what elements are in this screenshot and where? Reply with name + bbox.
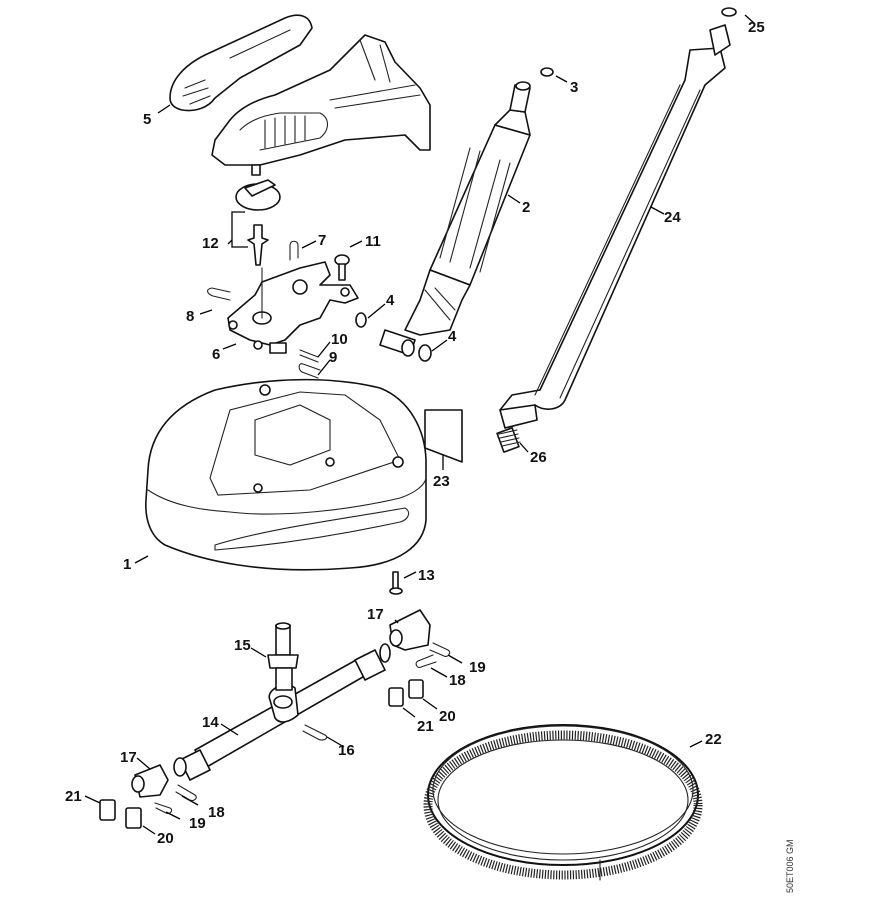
part-nozzle-21b — [388, 687, 404, 707]
part-o-ring-4b — [418, 344, 432, 362]
callout-26: 26 — [530, 449, 547, 466]
part-screw-11 — [334, 254, 350, 281]
callout-10: 10 — [331, 331, 348, 348]
part-label-23 — [424, 409, 463, 463]
callout-20b: 20 — [439, 708, 456, 725]
part-clip-7 — [289, 240, 299, 261]
reference-code: 50ET006 GM — [785, 839, 795, 893]
callout-9: 9 — [329, 349, 337, 366]
callout-5: 5 — [143, 111, 151, 128]
part-housing — [145, 378, 427, 571]
part-brush-ring — [423, 724, 703, 881]
callout-25: 25 — [748, 19, 765, 36]
part-spray-bar — [173, 643, 391, 781]
callout-23: 23 — [433, 473, 450, 490]
callout-12: 12 — [202, 235, 219, 252]
part-bracket — [227, 261, 359, 354]
part-elbow-17a — [131, 764, 169, 798]
callout-14: 14 — [202, 714, 219, 731]
part-spring-26 — [496, 427, 521, 453]
part-o-ring-4a — [355, 312, 367, 328]
callout-17b: 17 — [367, 606, 384, 623]
part-handle-tube — [379, 81, 531, 357]
callout-labels: 5 12 7 11 8 6 10 9 4 4 3 2 24 25 26 23 1… — [65, 19, 765, 847]
leader-lines — [84, 14, 756, 835]
part-swivel-15 — [267, 622, 299, 691]
callout-7: 7 — [318, 232, 326, 249]
part-o-ring-3 — [540, 67, 554, 77]
callout-4b: 4 — [448, 328, 457, 345]
callout-21a: 21 — [65, 788, 82, 805]
part-cover — [169, 14, 431, 176]
callout-17a: 17 — [120, 749, 137, 766]
callout-21b: 21 — [417, 718, 434, 735]
callout-15: 15 — [234, 637, 251, 654]
part-screw-13 — [389, 571, 403, 595]
part-clip-18b — [415, 654, 437, 668]
callout-6: 6 — [212, 346, 220, 363]
callout-24: 24 — [664, 209, 681, 226]
part-o-ring-25 — [721, 7, 737, 17]
part-elbow-17b — [389, 609, 431, 651]
callout-18b: 18 — [449, 672, 466, 689]
callout-13: 13 — [418, 567, 435, 584]
callout-11: 11 — [365, 233, 381, 250]
callout-16: 16 — [338, 742, 355, 759]
callout-4a: 4 — [386, 292, 395, 309]
part-nozzle-21a — [99, 799, 116, 821]
part-clip-10 — [299, 349, 319, 363]
callout-22: 22 — [705, 731, 722, 748]
part-clip-19a — [154, 802, 173, 814]
part-extension-tube — [499, 24, 731, 429]
part-knob-spindle — [231, 179, 281, 266]
part-clip-8 — [207, 287, 231, 301]
callout-20a: 20 — [157, 830, 174, 847]
part-nozzle-20a — [125, 807, 142, 829]
part-clip-19b — [429, 642, 451, 657]
part-nozzle-20b — [408, 679, 424, 699]
callout-3: 3 — [570, 79, 578, 96]
callout-19b: 19 — [469, 659, 486, 676]
part-clip-16 — [302, 724, 328, 741]
callout-19a: 19 — [189, 815, 206, 832]
callout-18a: 18 — [208, 804, 225, 821]
part-clip-9 — [298, 363, 321, 379]
callout-2: 2 — [522, 199, 530, 216]
callout-8: 8 — [186, 308, 194, 325]
callout-1: 1 — [123, 556, 131, 573]
